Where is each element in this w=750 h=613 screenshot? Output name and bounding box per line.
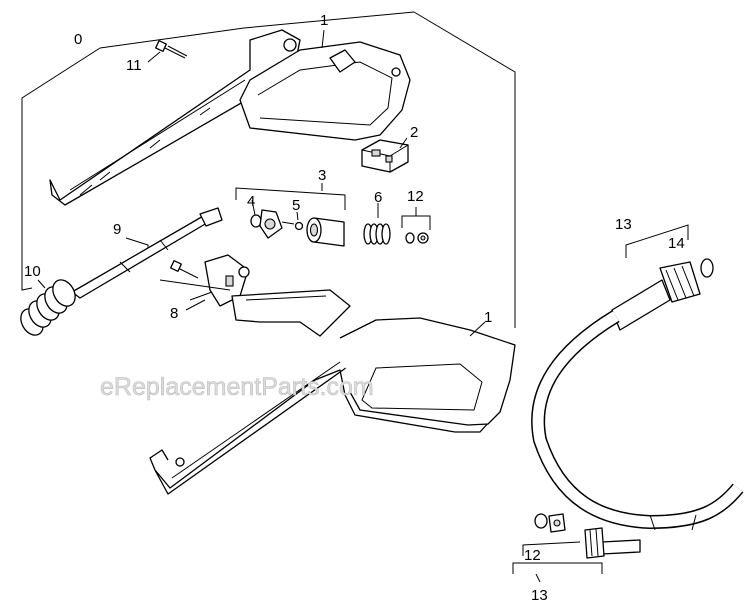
label-part-6: 6 xyxy=(374,189,382,206)
valve-sleeve xyxy=(306,217,345,247)
handle-half-bottom xyxy=(149,317,516,495)
group-12-bottom xyxy=(522,513,581,556)
group-13-bottom-bracket xyxy=(512,562,603,583)
label-part-4: 4 xyxy=(247,193,255,210)
label-part-1-mid: 1 xyxy=(484,309,492,326)
valve-pin xyxy=(259,209,295,239)
leader-lines xyxy=(147,29,486,337)
label-part-13-bottom: 13 xyxy=(531,587,548,604)
label-part-0: 0 xyxy=(74,31,82,48)
label-part-5: 5 xyxy=(292,197,300,214)
watermark-text: eReplacementParts.com xyxy=(100,373,374,401)
label-part-1-top: 1 xyxy=(320,12,328,29)
label-part-12-top: 12 xyxy=(407,188,424,205)
spring-6 xyxy=(363,203,391,245)
assembly-0-boundary xyxy=(21,11,516,328)
hose-assembly-13 xyxy=(531,224,744,559)
label-part-14: 14 xyxy=(668,235,685,252)
group-3-bracket xyxy=(235,183,346,210)
oring-14 xyxy=(700,258,714,278)
label-part-10: 10 xyxy=(24,263,41,280)
part-labels: 0 1 11 2 3 4 5 6 12 9 10 8 1 13 14 12 13 xyxy=(24,12,685,604)
label-part-9: 9 xyxy=(113,221,121,238)
screw-11 xyxy=(155,40,188,59)
label-part-8: 8 xyxy=(170,305,178,322)
trigger-8 xyxy=(159,254,351,337)
label-part-3: 3 xyxy=(318,167,326,184)
label-part-12-bottom: 12 xyxy=(524,547,541,564)
label-part-13-top: 13 xyxy=(615,216,632,233)
handle-half-top xyxy=(49,29,411,206)
oring-5 xyxy=(294,211,304,231)
spring-10 xyxy=(20,279,76,336)
group-12-top xyxy=(401,207,431,244)
valve-block-2 xyxy=(361,139,409,173)
label-part-2: 2 xyxy=(410,124,418,141)
plunger-rod-9 xyxy=(71,207,223,299)
label-part-11: 11 xyxy=(126,57,142,74)
